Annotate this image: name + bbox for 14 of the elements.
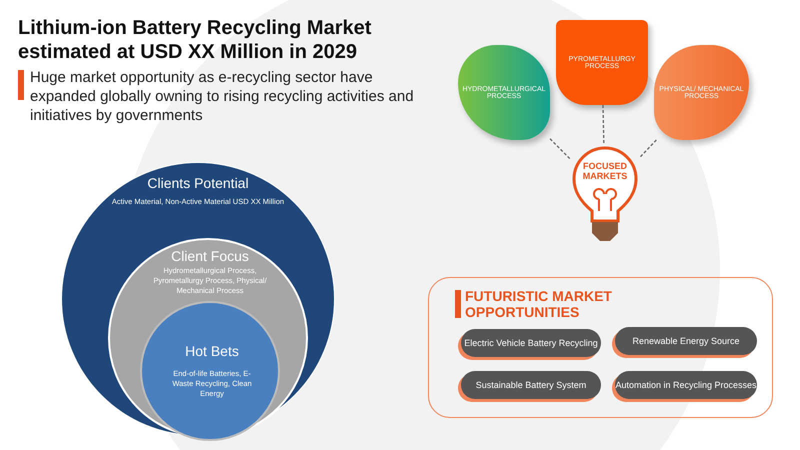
connector-line [640, 140, 657, 158]
panel-heading: FUTURISTIC MARKET OPPORTUNITIES [465, 288, 613, 320]
opportunity-pill: Electric Vehicle Battery Recycling [461, 329, 601, 357]
connector-line [602, 104, 605, 146]
opportunities-panel [428, 277, 773, 418]
opportunity-pill: Automation in Recycling Processes [615, 371, 757, 399]
circle-heading: Client Focus [170, 248, 250, 264]
connector-line [550, 138, 570, 160]
opportunity-pill: Sustainable Battery System [461, 371, 601, 399]
circle-heading: Hot Bets [184, 343, 240, 359]
subtitle: Huge market opportunity as e-recycling sector have expanded globally owning to rising recycling activities and initiatives by governments [30, 68, 415, 125]
circle-heading: Clients Potential [146, 175, 250, 191]
opportunity-pill: Renewable Energy Source [615, 327, 757, 355]
title: Lithium-ion Battery Recycling Market estimated at USD XX Million in 2029 [18, 16, 372, 64]
